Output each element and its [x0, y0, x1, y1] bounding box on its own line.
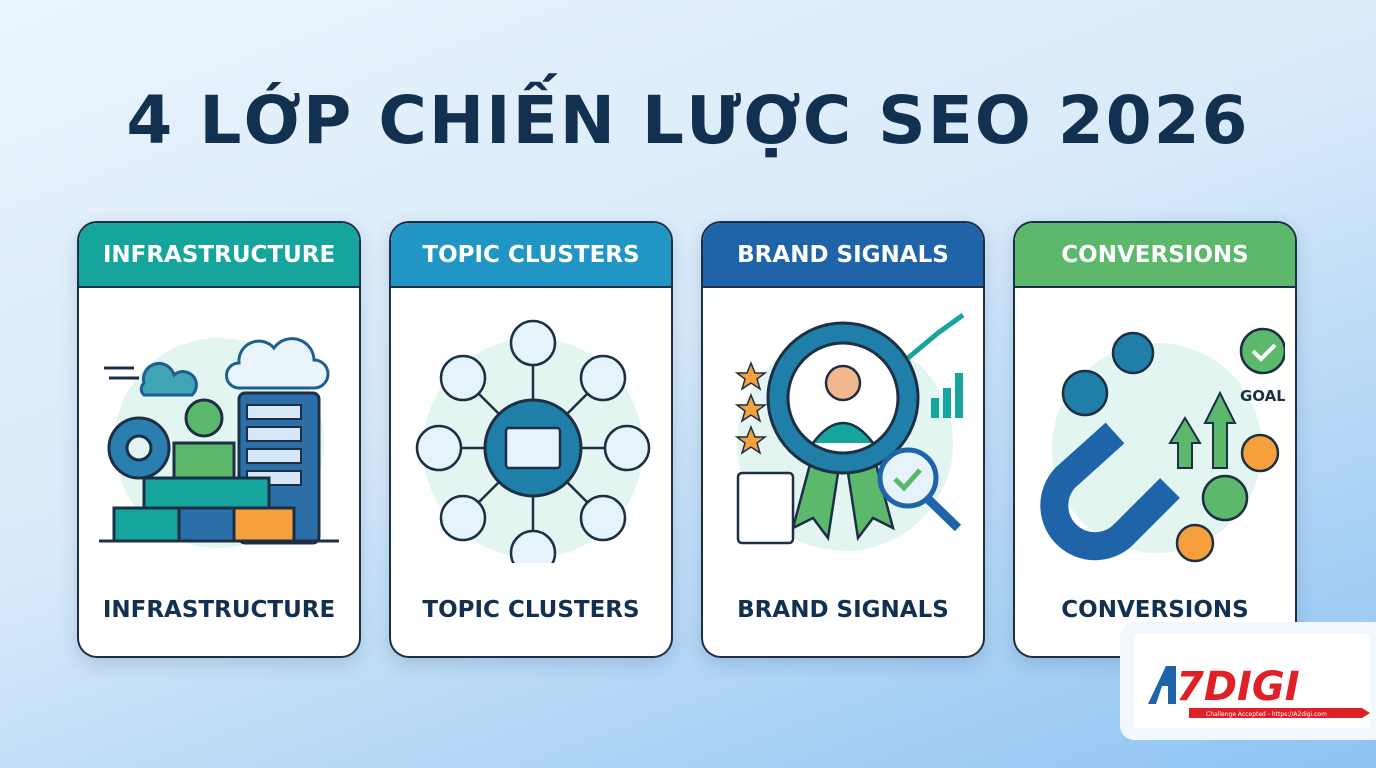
topic-cluster-network-icon: [415, 319, 651, 563]
card-header: CONVERSIONS: [1015, 223, 1295, 288]
card-topic-clusters: TOPIC CLUSTERS TOPIC CLUSTERS: [389, 221, 673, 658]
card-footer: CONVERSIONS: [1061, 597, 1249, 623]
a7digi-logo: 7DIGI Challenge Accepted - https://A2dig…: [1120, 622, 1376, 740]
server-cloud-gear-icon: [99, 337, 339, 548]
svg-text:7DIGI: 7DIGI: [1176, 664, 1300, 710]
card-infrastructure: INFRASTRUCTURE INFRASTRUCTURE: [77, 221, 361, 658]
card-footer: BRAND SIGNALS: [737, 597, 949, 623]
card-brand-signals: BRAND SIGNALS BRAND SIGNALS: [701, 221, 985, 658]
card-footer: INFRASTRUCTURE: [102, 597, 336, 623]
goal-label: GOAL: [1240, 387, 1285, 405]
page-title: 4 LỚP CHIẾN LƯỢC SEO 2026: [126, 82, 1250, 159]
brand-badge-icon: [734, 312, 965, 551]
magnet-conversion-icon: GOAL: [1040, 327, 1285, 563]
card-header: INFRASTRUCTURE: [79, 223, 359, 288]
card-header: BRAND SIGNALS: [703, 223, 983, 288]
card-footer: TOPIC CLUSTERS: [422, 597, 640, 623]
card-header: TOPIC CLUSTERS: [391, 223, 671, 288]
svg-text:Challenge Accepted - https://A: Challenge Accepted - https://A2digi.com: [1206, 711, 1327, 718]
a7digi-logo-mark: 7DIGI Challenge Accepted - https://A2dig…: [1148, 664, 1370, 718]
card-conversions: CONVERSIONS GOAL CONVERSIONS: [1013, 221, 1297, 658]
